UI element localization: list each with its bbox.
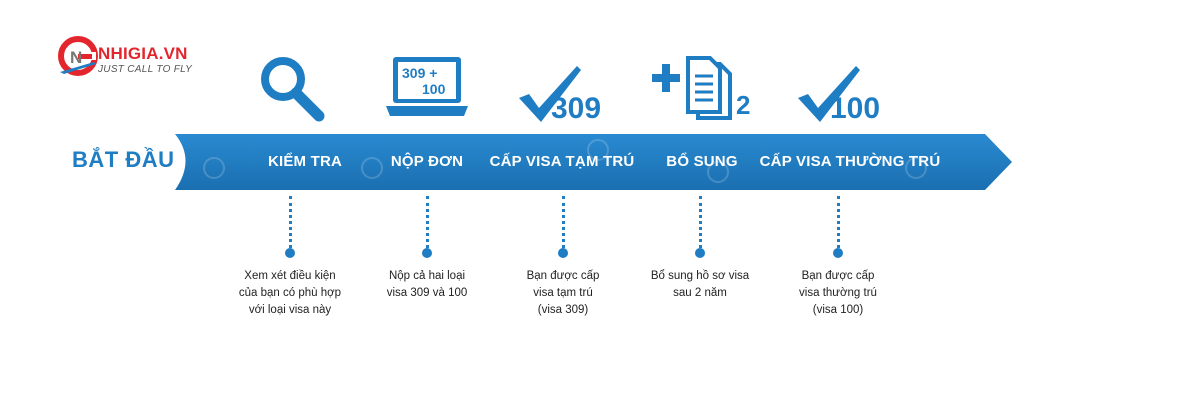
brand-tagline: JUST CALL TO FLY — [98, 64, 193, 75]
description-line: Bạn được cấp — [526, 270, 600, 282]
logo-mark-icon: N — [58, 36, 98, 76]
step-description-kiem-tra: Xem xét điều kiện của bạn có phù hợp với… — [210, 268, 370, 319]
connector-line — [699, 196, 702, 248]
add-documents-text: 2 — [736, 90, 750, 120]
check-100-icon: 100 — [798, 66, 880, 124]
description-line: với loại visa này — [248, 304, 332, 316]
step-label-cap-visa-thuong-tru: CẤP VISA THƯỜNG TRÚ — [759, 153, 941, 170]
connector-dot — [285, 248, 295, 258]
step-description-cap-visa-thuong-tru: Bạn được cấp visa thường trú (visa 100) — [758, 268, 918, 319]
step-label-kiem-tra: KIỂM TRA — [267, 153, 343, 170]
laptop-icon: 309 + 100 — [386, 57, 468, 116]
check-309-text: 309 — [551, 92, 601, 124]
step-label-bo-sung: BỔ SUNG — [666, 153, 738, 170]
add-documents-icon: 2 — [652, 56, 750, 120]
svg-text:N: N — [70, 48, 82, 67]
connector-line — [426, 196, 429, 248]
start-label: BẮT ĐẦU — [72, 147, 175, 172]
magnifier-icon — [261, 57, 325, 122]
description-line: visa tạm trú — [533, 287, 593, 299]
connector-dot — [695, 248, 705, 258]
connector-dot — [422, 248, 432, 258]
laptop-icon-text-2: 100 — [422, 81, 446, 97]
description-line: Xem xét điều kiện — [244, 270, 336, 282]
description-line: visa thường trú — [799, 287, 877, 299]
description-line: (visa 309) — [537, 304, 589, 316]
connector-line — [837, 196, 840, 248]
check-309-icon: 309 — [519, 66, 601, 124]
brand-logo: N NHIGIA.VN JUST CALL TO FLY — [58, 34, 228, 84]
laptop-icon-text-1: 309 + — [402, 65, 437, 81]
step-description-nop-don: Nộp cả hai loại visa 309 và 100 — [347, 268, 507, 302]
description-line: Bổ sung hồ sơ visa — [650, 270, 750, 282]
connector-line — [562, 196, 565, 248]
description-line: visa 309 và 100 — [386, 287, 468, 299]
connector-dot — [558, 248, 568, 258]
description-line: sau 2 năm — [673, 287, 727, 299]
step-label-nop-don: NỘP ĐƠN — [390, 153, 464, 170]
check-100-text: 100 — [830, 92, 880, 124]
step-label-cap-visa-tam-tru: CẤP VISA TẠM TRÚ — [489, 153, 635, 170]
brand-name: NHIGIA.VN — [98, 44, 188, 63]
description-line: của bạn có phù hợp — [238, 287, 342, 299]
step-description-bo-sung: Bổ sung hồ sơ visa sau 2 năm — [620, 268, 780, 302]
connector-line — [289, 196, 292, 248]
description-line: Nộp cả hai loại — [388, 270, 466, 282]
description-line: (visa 100) — [812, 304, 864, 316]
connector-dot — [833, 248, 843, 258]
description-line: Bạn được cấp — [801, 270, 875, 282]
step-description-cap-visa-tam-tru: Bạn được cấp visa tạm trú (visa 309) — [483, 268, 643, 319]
